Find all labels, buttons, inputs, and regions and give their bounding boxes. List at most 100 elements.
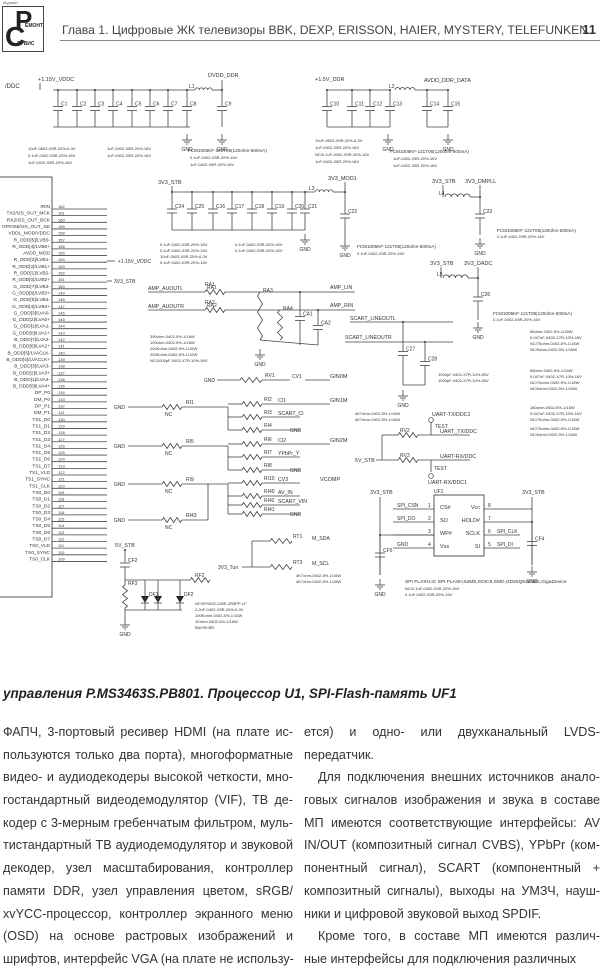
schematic-label: C13 (393, 102, 402, 108)
schematic-label: RI43 (186, 513, 197, 519)
body-text-line: кодер с 3-мерным гребенчатым фильтром, м… (3, 815, 293, 830)
schematic-label: C24 (175, 204, 184, 210)
junction-dot (186, 89, 188, 91)
schematic-label: FCM1005KF-121T06(120ohm-500mA) (188, 148, 267, 153)
resistor (239, 376, 263, 384)
schematic-label: 0.1uF-0402-X5R-20%-16V (405, 592, 453, 597)
u1-pin-name: TS0_D7 (32, 537, 50, 543)
schematic-label: /DDC (5, 84, 20, 90)
junction-dot (402, 321, 404, 323)
u1-pin-name: B_ODD[6]/LVA2+ (13, 344, 50, 350)
u1-pin-number: 123 (58, 463, 65, 468)
schematic-label: 1uF-0402-X5R-20%-16V (393, 163, 437, 168)
junction-dot (389, 89, 391, 91)
resistor (161, 442, 183, 450)
schematic-label: 1Kohm-0402-5%-1/16W (195, 619, 238, 624)
resistor (204, 306, 226, 314)
schematic-label: 1000pF-0402-X7R-10%-50V (438, 372, 489, 377)
schematic-label: AMP_RIN (330, 303, 353, 309)
resistor (121, 584, 129, 609)
inductor (444, 193, 471, 198)
schematic-label: FCM1005KF-121T06(120ohm-500mA) (390, 149, 469, 154)
schematic-label: 0.1uF-0402-X5R-20%-16V (190, 155, 238, 160)
u1-pin-number: 122 (58, 470, 65, 475)
schematic-label: 3V3_MOD1 (328, 176, 357, 182)
schematic-label: AMP_LIN (330, 285, 352, 291)
schematic-label: 3V3_DADC (464, 261, 492, 267)
body-text-line: xvYCC-процессор, контроллер экранного ме… (3, 906, 293, 921)
header-divider (60, 40, 600, 41)
u1-pin-name: TS1_D0 (32, 417, 50, 423)
u1-pin-number: 140 (58, 350, 65, 355)
u1-pin-name: R_ODD[3]/LVB1- (14, 257, 51, 263)
schematic-label: 1uF-0402-X5R-20%-16V (393, 156, 437, 161)
u1-pin-name: DM_P0 (34, 397, 50, 403)
schematic-label: C28 (428, 357, 437, 363)
u1-pin-number: 121 (58, 477, 65, 482)
u1-pin-name: TS0_SYNC (25, 550, 50, 556)
schematic-label: GND (114, 518, 126, 524)
resistor (257, 291, 263, 341)
schematic-label: TEST (435, 424, 448, 430)
body-text-line: декодер, узел масштабирования, контролле… (3, 861, 293, 876)
body-text-line: пользуются только два порта), многоформа… (3, 747, 293, 762)
schematic-label: RV2 (400, 428, 410, 434)
logo-letter-s: С (5, 21, 26, 52)
schematic-label: YPbPr_Y (278, 451, 300, 457)
logo-tiny-text: Журнал (3, 0, 18, 5)
schematic-label: SCART_LINEOUTL (350, 316, 396, 322)
junction-dot (351, 89, 353, 91)
schematic-label: UF1 (434, 489, 444, 495)
wire (259, 339, 319, 346)
u1-pin-name: TS1_CLK (29, 483, 51, 489)
u1-pin-number: 132 (58, 404, 65, 409)
schematic-label: CF2 (128, 558, 138, 564)
schematic-label: L4 (439, 191, 445, 197)
schematic-label: WP# (440, 531, 453, 537)
schematic-label: 2 (428, 516, 431, 522)
u1-pin-name: TS0_D1 (32, 497, 50, 503)
schematic-label: FCM1005KF-121T06(120ohm-500mA) (357, 244, 436, 249)
inductor (442, 274, 469, 279)
u1-pin-number: 134 (58, 390, 65, 395)
schematic-label: 1 (428, 503, 431, 509)
junction-dot (171, 191, 173, 193)
test-point (428, 417, 434, 423)
schematic-label: 3V3_STB (522, 490, 545, 496)
schematic-label: 0.047uF-0402-X7R-10%-16V (530, 411, 582, 416)
junction-dot (191, 191, 193, 193)
schematic-label: C5 (135, 102, 142, 108)
u1-pin-number: 157 (58, 237, 65, 242)
schematic-label: Vss (440, 544, 449, 550)
schematic-label: RI7 (264, 450, 272, 456)
u1-pin-name: B_ODD[0]/LVA4+ (13, 384, 50, 390)
schematic-label: SCART_VIN (278, 499, 307, 505)
schematic-label: C26 (481, 292, 490, 298)
junction-dot (531, 521, 533, 523)
schematic-label: C16 (216, 204, 225, 210)
u1-pin-name: TS0_VLD (29, 543, 50, 549)
schematic-label: NC/75ohm-0402-5%-1/16W (530, 380, 580, 385)
schematic-label: 5V_STB (115, 543, 135, 549)
schematic-label: 3V3_STB (158, 180, 182, 186)
resistor (241, 510, 263, 518)
schematic-label: FCM1005KF-121T06(120ohm-500mA) (497, 228, 576, 233)
junction-dot (291, 191, 293, 193)
body-text-line: передатчик. (304, 747, 375, 762)
u1-pin-number: 158 (58, 231, 65, 236)
schematic-label: CI1 (278, 398, 286, 404)
u1-pin-number: 130 (58, 417, 65, 422)
schematic-label: 3V3_STB (432, 179, 456, 185)
junction-dot (379, 534, 381, 536)
schematic-label: 390ohm-0402-5%-1/16W (150, 334, 195, 339)
schematic-label: RV3 (400, 453, 410, 459)
schematic-label: RI8 (264, 463, 272, 469)
body-text-line: ные интерфейсы для подключения различных (304, 951, 577, 966)
schematic-label: GIN1M (330, 398, 348, 404)
schematic-label: C9 (225, 102, 232, 108)
schematic-label: 180ohm-0402-5%-1/16W (530, 405, 575, 410)
u1-pin-number: 156 (58, 244, 65, 249)
schematic-label: 3 (428, 529, 431, 535)
u1-pin-number: 125 (58, 450, 65, 455)
schematic-label: Vcc (471, 505, 480, 511)
